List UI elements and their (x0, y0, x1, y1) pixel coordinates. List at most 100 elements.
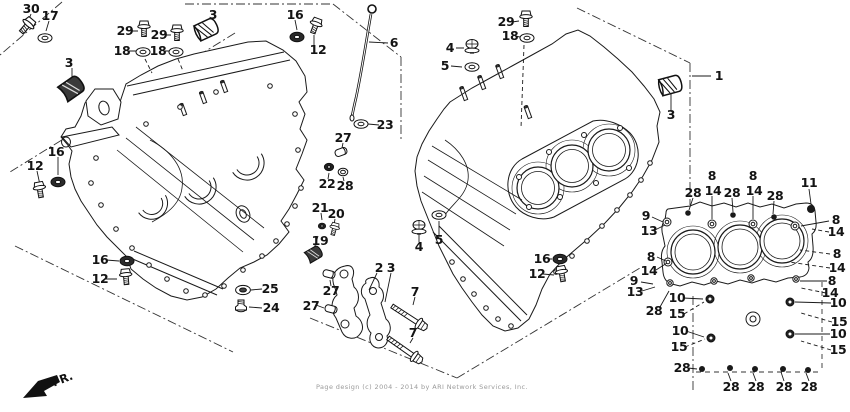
callout-10: 10 (668, 289, 686, 305)
callout-16: 16 (533, 250, 551, 266)
sealing-nut-16-icon (119, 255, 135, 267)
callout-3: 3 (386, 259, 396, 275)
callout-14: 14 (828, 259, 846, 275)
callout-12: 12 (309, 41, 327, 57)
callout-25: 25 (261, 280, 279, 296)
dowel-pin-27-icon (321, 268, 337, 280)
callout-9: 9 (641, 207, 651, 223)
callout-12: 12 (528, 265, 546, 281)
callout-15: 15 (668, 305, 686, 321)
callout-13: 13 (626, 283, 644, 299)
callout-4: 4 (445, 39, 455, 55)
callout-10: 10 (671, 322, 689, 338)
callout-22: 22 (318, 175, 336, 191)
callout-8: 8 (748, 167, 758, 183)
dipstick-art (349, 4, 377, 122)
sealing-nut-16-icon (552, 253, 568, 265)
callout-30: 30 (22, 0, 40, 16)
callout-24: 24 (262, 299, 280, 315)
callout-8: 8 (646, 248, 656, 264)
callout-18: 18 (113, 42, 131, 58)
callout-27: 27 (334, 129, 352, 145)
callout-2: 2 (374, 259, 384, 275)
callout-4: 4 (414, 238, 424, 254)
leader-lines-dashed (144, 44, 833, 351)
bolt-29-icon (519, 10, 533, 27)
callout-12: 12 (26, 157, 44, 173)
lower-block-face-art (699, 294, 811, 373)
center-cylinder-block-art (414, 29, 661, 332)
bolt-29-icon (137, 20, 151, 37)
callout-28: 28 (336, 177, 354, 193)
callout-11: 11 (800, 174, 818, 190)
watermark-text: Page design (c) 2004 - 2014 by ARI Netwo… (316, 383, 528, 391)
callout-10: 10 (829, 294, 847, 310)
sealing-washer-25-icon (235, 284, 251, 296)
callout-9: 9 (629, 272, 639, 288)
callout-8: 8 (832, 245, 842, 261)
callout-27: 27 (302, 297, 320, 313)
bolt-12-icon (553, 264, 570, 283)
leader-lines (27, 13, 832, 382)
washer-18-icon (135, 47, 151, 57)
callout-1: 1 (714, 67, 724, 83)
callout-16: 16 (91, 251, 109, 267)
bolt-20-icon (327, 221, 342, 237)
bolt-12-icon (306, 15, 325, 36)
sealing-plug-3-icon (656, 73, 685, 97)
callout-3: 3 (208, 6, 218, 22)
callout-29: 29 (116, 22, 134, 38)
callout-18: 18 (501, 27, 519, 43)
washer-5-icon (464, 62, 480, 72)
seal-22-icon (323, 162, 335, 172)
boundary-lines-dashed (696, 282, 823, 373)
callout-13: 13 (640, 222, 658, 238)
callout-28: 28 (684, 184, 702, 200)
callout-29: 29 (150, 26, 168, 42)
callout-14: 14 (640, 262, 658, 278)
callout-28: 28 (766, 187, 784, 203)
callout-3: 3 (64, 54, 74, 70)
callout-12: 12 (91, 270, 109, 286)
callout-28: 28 (722, 378, 740, 394)
bolt-4-icon (411, 219, 427, 235)
callout-15: 15 (670, 338, 688, 354)
callout-15: 15 (829, 341, 847, 357)
callout-17: 17 (41, 7, 59, 23)
oring-21-icon (317, 222, 327, 230)
callout-28: 28 (775, 378, 793, 394)
callout-16: 16 (47, 143, 65, 159)
drain-bolt-24-icon (235, 299, 247, 313)
callout-19: 19 (311, 232, 329, 248)
washer-17-icon (37, 33, 53, 43)
washer-5-icon (431, 210, 447, 220)
sealing-nut-16-icon (289, 31, 305, 43)
callout-20: 20 (327, 205, 345, 221)
callout-14: 14 (827, 223, 845, 239)
sealing-nut-16-icon (50, 176, 66, 188)
washer-23-icon (353, 119, 369, 129)
callout-28: 28 (645, 302, 663, 318)
bolt-12-icon (31, 180, 48, 199)
callout-28: 28 (747, 378, 765, 394)
callout-7: 7 (410, 283, 420, 299)
callout-28: 28 (673, 359, 691, 375)
bolt-29-icon (170, 24, 184, 41)
head-gasket-art (660, 201, 817, 287)
washer-18-icon (168, 47, 184, 57)
callout-27: 27 (322, 282, 340, 298)
callout-6: 6 (389, 34, 399, 50)
callout-28: 28 (723, 184, 741, 200)
ring-28-icon (337, 167, 349, 177)
callout-3: 3 (666, 106, 676, 122)
callout-23: 23 (376, 116, 394, 132)
callout-7: 7 (408, 324, 418, 340)
mount-bracket-art (331, 265, 391, 349)
left-cylinder-block-art (60, 40, 308, 301)
callout-10: 10 (829, 325, 847, 341)
sealing-plug-3-icon (56, 73, 88, 103)
callout-8: 8 (827, 272, 837, 288)
callout-14: 14 (745, 182, 763, 198)
